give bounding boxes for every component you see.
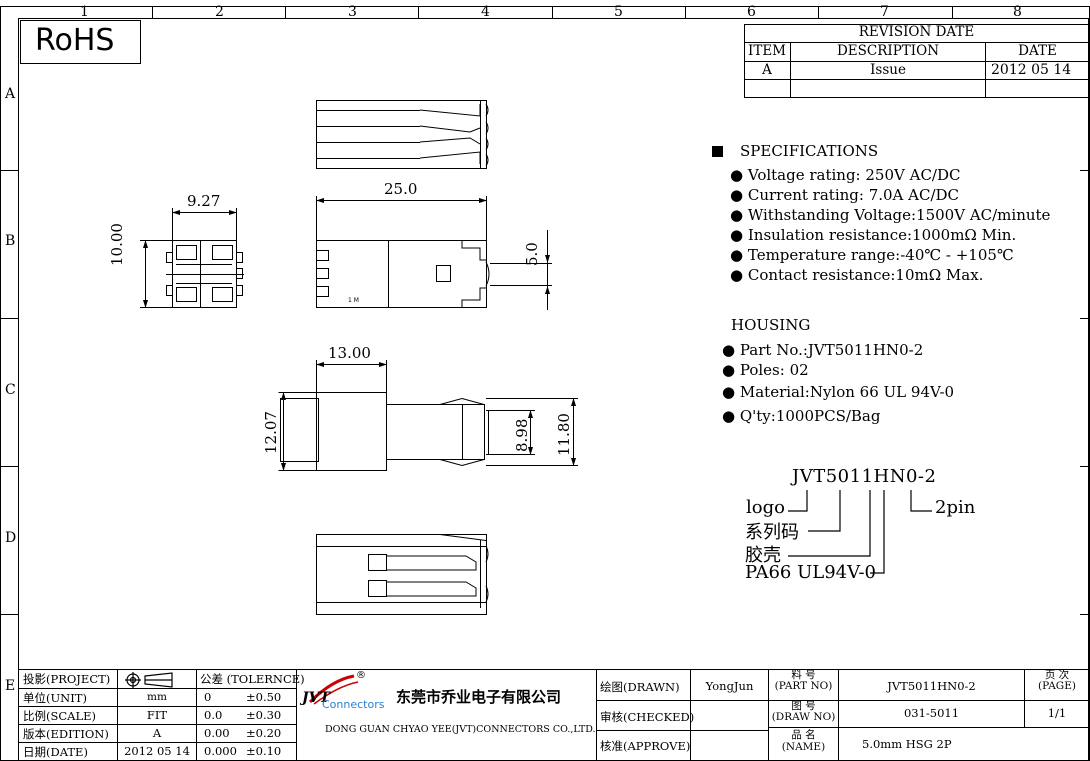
- unit-label: 单位(UNIT): [23, 691, 87, 705]
- housing-item: ● Q'ty:1000PCS/Bag: [722, 407, 881, 425]
- revision-header-item: ITEM: [747, 43, 786, 59]
- row-label-e: E: [5, 678, 16, 694]
- tolerance-label: 公差 (TOLERNCE): [200, 672, 305, 686]
- part-code-text: JVT5011HN0-2: [792, 466, 937, 487]
- housing-item: ● Material:Nylon 66 UL 94V-0: [722, 383, 955, 401]
- spec-item: ● Withstanding Voltage:1500V AC/minute: [730, 206, 1051, 224]
- column-label-7: 7: [880, 4, 889, 20]
- row-label-c: C: [5, 382, 16, 398]
- revision-row-item: A: [762, 62, 772, 78]
- revision-header-description: DESCRIPTION: [836, 43, 940, 59]
- project-label: 投影(PROJECT): [23, 672, 111, 686]
- column-label-2: 2: [215, 4, 224, 20]
- dim-length-side: 25.0: [384, 180, 418, 198]
- rohs-badge: RoHS: [20, 20, 141, 64]
- date-value: 2012 05 14: [124, 744, 190, 758]
- spec-item: ● Current rating: 7.0A AC/DC: [730, 186, 960, 204]
- company-name-cn: 东莞市乔业电子有限公司: [396, 688, 562, 706]
- top-view: [316, 100, 489, 169]
- edition-label: 版本(EDITION): [23, 727, 109, 741]
- tolerance-precision: 0.00: [204, 726, 230, 740]
- part-no-value: JVT5011HN0-2: [887, 679, 976, 693]
- row-label-a: A: [5, 86, 16, 102]
- dim-length-top: 13.00: [328, 344, 371, 362]
- rohs-label: RoHS: [35, 23, 115, 58]
- revision-header-date: DATE: [1018, 43, 1057, 59]
- spec-item: ● Temperature range:-40℃ - +105℃: [730, 246, 1014, 264]
- page-label: 页 次(PAGE): [1038, 669, 1076, 692]
- draw-no-value: 031-5011: [903, 706, 960, 720]
- spec-item: ● Insulation resistance:1000mΩ Min.: [730, 226, 1017, 244]
- tolerance-value: ±0.50: [246, 690, 282, 704]
- name-label: 品 名(NAME): [781, 729, 826, 753]
- part-no-label: 料 号(PART NO): [774, 669, 833, 692]
- tolerance-precision: 0: [204, 690, 212, 704]
- draw-no-label: 图 号(DRAW NO): [771, 700, 836, 723]
- tolerance-value: ±0.30: [246, 708, 282, 722]
- company-name-en: DONG GUAN CHYAO YEE(JVT)CONNECTORS CO.,L…: [325, 724, 596, 735]
- scale-label: 比例(SCALE): [23, 709, 96, 723]
- company-logo: JVT Connectors ®: [302, 670, 392, 712]
- plan-view: [278, 360, 578, 471]
- column-label-8: 8: [1013, 4, 1022, 20]
- logo-text: JVT: [302, 690, 330, 706]
- column-label-6: 6: [747, 4, 756, 20]
- revision-title: REVISION DATE: [858, 24, 975, 40]
- spec-item: ● Voltage rating: 250V AC/DC: [730, 166, 961, 184]
- column-label-5: 5: [614, 4, 623, 20]
- unit-value: mm: [147, 691, 167, 703]
- side-view: [316, 196, 552, 310]
- tolerance-value: ±0.20: [246, 726, 282, 740]
- tolerance-precision: 0.000: [204, 744, 237, 758]
- dim-width-front: 9.27: [187, 192, 221, 210]
- revision-row-description: Issue: [870, 62, 906, 78]
- tolerance-value: ±0.10: [246, 744, 282, 758]
- checked-label: 审核(CHECKED): [600, 710, 695, 724]
- housing-item: ● Part No.:JVT5011HN0-2: [722, 341, 924, 359]
- front-view: [140, 208, 244, 308]
- tolerance-precision: 0.0: [204, 708, 223, 722]
- spec-title: SPECIFICATIONS: [740, 142, 879, 160]
- bottom-view: [316, 534, 489, 615]
- name-value: 5.0mm HSG 2P: [862, 737, 952, 751]
- spec-item: ● Contact resistance:10mΩ Max.: [730, 266, 984, 284]
- drawn-label: 绘图(DRAWN): [600, 680, 680, 694]
- part-code-material: PA66 UL94V-0: [745, 562, 876, 583]
- tiny-mark: 1 M: [348, 297, 359, 304]
- edition-value: A: [152, 726, 162, 740]
- logo-subtext: Connectors: [322, 698, 385, 711]
- scale-value: FIT: [146, 708, 168, 722]
- part-code-pins: 2pin: [935, 497, 976, 518]
- housing-item: ● Poles: 02: [722, 361, 809, 379]
- row-label-d: D: [5, 530, 17, 546]
- approve-label: 核准(APPROVE): [600, 739, 691, 753]
- row-label-b: B: [5, 233, 16, 249]
- housing-title: HOUSING: [731, 316, 811, 334]
- part-code-housing: 胶壳: [745, 545, 781, 566]
- revision-row-date: 2012 05 14: [991, 62, 1072, 78]
- part-code-series: 系列码: [745, 522, 799, 543]
- column-label-4: 4: [481, 4, 490, 20]
- date-label: 日期(DATE): [23, 745, 88, 759]
- logo-registered-mark: ®: [356, 670, 366, 681]
- drawn-value: YongJun: [705, 679, 754, 693]
- page-value: 1/1: [1047, 706, 1067, 720]
- column-label-3: 3: [348, 4, 357, 20]
- spec-square-bullet-icon: [712, 146, 723, 157]
- part-code-logo: logo: [746, 497, 785, 518]
- column-label-1: 1: [80, 4, 89, 20]
